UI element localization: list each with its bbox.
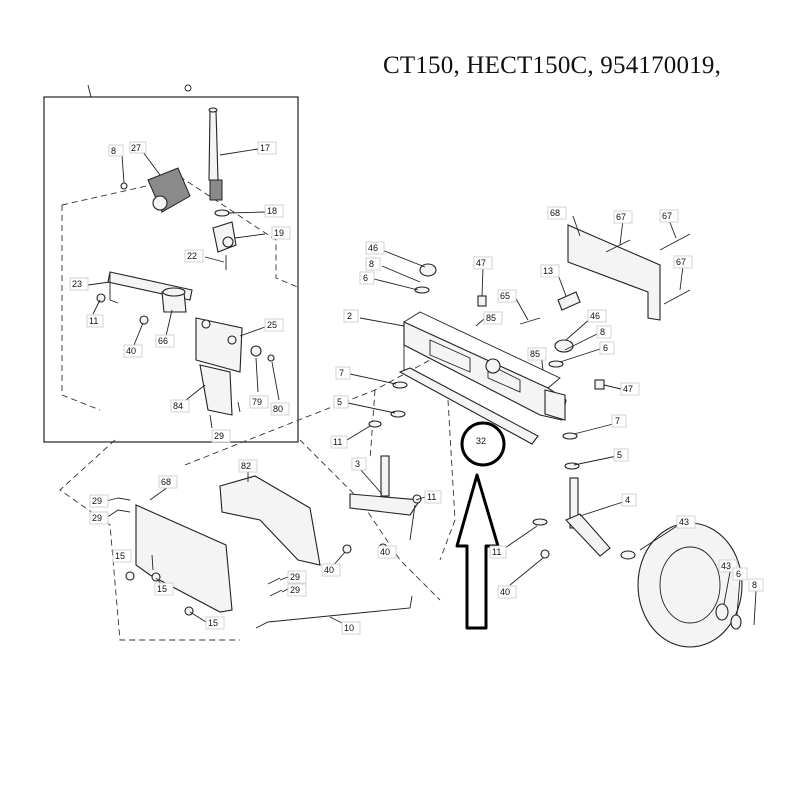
callout-80: 80 [273,404,283,414]
callout-40: 40 [380,547,390,557]
callout-labels: 8 27 17 18 19 22 23 11 40 66 25 84 79 80… [69,141,764,635]
callout-7: 7 [615,416,620,426]
callout-5: 5 [337,397,342,407]
steering-shaft [208,109,219,181]
callout-46: 46 [590,311,600,321]
callout-6: 6 [736,569,741,579]
callout-4: 4 [625,495,630,505]
callout-8: 8 [111,146,116,156]
callout-7: 7 [339,368,344,378]
callout-67: 67 [676,257,686,267]
highlight-circle [460,421,506,467]
callout-84: 84 [173,401,183,411]
callout-29: 29 [92,513,102,523]
plate-68-lower [135,504,233,613]
callout-40: 40 [126,346,136,356]
spindle-left [380,455,390,497]
callout-6: 6 [603,343,608,353]
callout-67: 67 [662,211,672,221]
bracket-25 [195,317,243,373]
bushing-19 [212,221,237,253]
model-numbers-title: CT150, HECT150C, 954170019, [383,52,722,79]
callout-15: 15 [208,618,218,628]
bushing-13 [557,291,581,311]
callout-29: 29 [290,572,300,582]
bracket-82 [219,475,321,566]
callout-79: 79 [252,397,262,407]
callout-29: 29 [290,585,300,595]
callout-8: 8 [752,580,757,590]
callout-6: 6 [363,273,368,283]
washer-18 [214,209,230,217]
callout-15: 15 [157,584,167,594]
callout-40: 40 [500,587,510,597]
callout-29: 29 [214,431,224,441]
callout-68: 68 [161,477,171,487]
callout-82: 82 [241,461,251,471]
inset-frame [43,96,299,443]
callout-2: 2 [347,311,352,321]
callout-40: 40 [324,565,334,575]
callout-15: 15 [115,551,125,561]
callout-27: 27 [131,143,141,153]
callout-46: 46 [368,243,378,253]
callout-10: 10 [344,623,354,633]
callout-85: 85 [530,349,540,359]
tie-rod [398,367,539,445]
callout-18: 18 [267,206,277,216]
callout-11: 11 [89,316,98,326]
callout-66: 66 [158,336,168,346]
callout-32: 32 [476,436,486,446]
callout-47: 47 [623,384,633,394]
inset-outline-dash [61,177,301,289]
pinion-gear [209,179,223,201]
callout-11: 11 [333,437,342,447]
callout-11: 11 [492,547,501,557]
callout-25: 25 [267,320,277,330]
callout-22: 22 [187,251,197,261]
callout-43: 43 [679,517,689,527]
bracket-68-upper [567,224,661,321]
callout-85: 85 [486,313,496,323]
callout-8: 8 [369,259,374,269]
callout-67: 67 [616,212,626,222]
drag-link [255,595,413,629]
callout-29: 29 [92,496,102,506]
bracket-84 [199,364,233,416]
callout-68: 68 [550,208,560,218]
callout-19: 19 [274,228,284,238]
callout-43: 43 [721,561,731,571]
callout-13: 13 [543,266,553,276]
callout-5: 5 [617,450,622,460]
callout-47: 47 [476,258,486,268]
callout-11: 11 [427,492,436,502]
callout-23: 23 [72,279,82,289]
callout-65: 65 [500,291,510,301]
callout-8: 8 [600,327,605,337]
front-axle-beam [403,321,567,421]
callout-17: 17 [260,143,270,153]
callout-3: 3 [355,459,360,469]
